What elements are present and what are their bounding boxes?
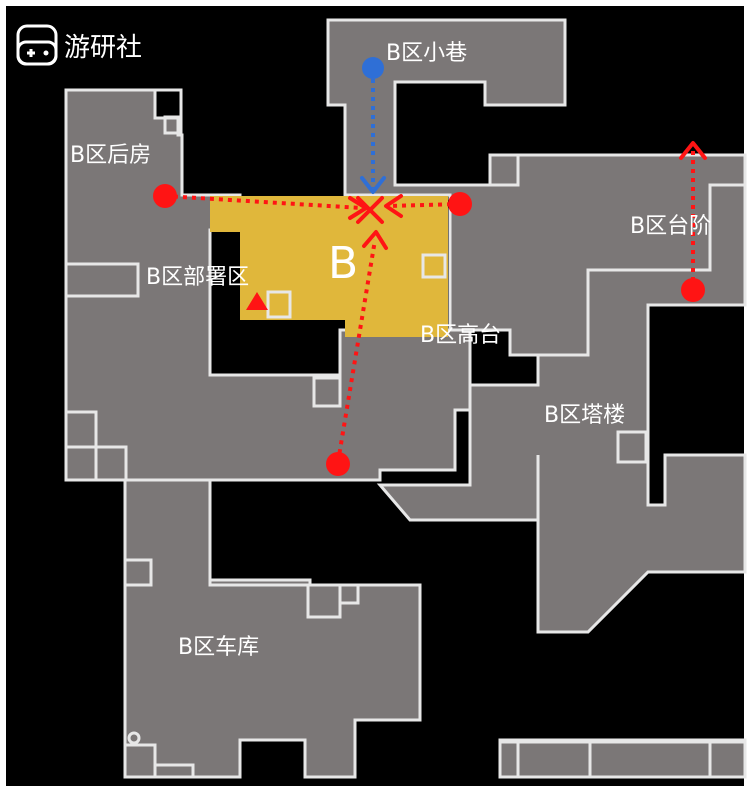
markers bbox=[153, 57, 705, 476]
arrow-head-icon bbox=[384, 194, 403, 218]
wall-box bbox=[163, 115, 183, 135]
wall-box bbox=[338, 583, 360, 605]
wall-box bbox=[153, 763, 195, 779]
label-garage: B区车库 bbox=[178, 635, 259, 660]
wall-box bbox=[312, 376, 342, 408]
wall-box bbox=[488, 153, 520, 187]
wall-circle bbox=[127, 731, 141, 745]
wall-box bbox=[94, 445, 128, 482]
wall-box bbox=[266, 290, 292, 319]
map-floor bbox=[64, 18, 747, 779]
circle-dot-icon bbox=[448, 192, 472, 216]
watermark-text: 游研社 bbox=[64, 33, 142, 63]
wall-box bbox=[64, 262, 140, 298]
circle-dot-icon bbox=[153, 184, 177, 208]
labels: B B区小巷 B区后房 B区台阶 B区部署区 B区高台 B区塔楼 B区车库 bbox=[70, 41, 711, 660]
triangle-icon bbox=[246, 292, 268, 310]
site-letter: B bbox=[328, 238, 358, 289]
cross-mark bbox=[356, 196, 384, 224]
label-deploy: B区部署区 bbox=[146, 265, 249, 290]
circle-dot-icon bbox=[326, 452, 350, 476]
floor-garage bbox=[123, 478, 422, 779]
wall-box bbox=[708, 740, 747, 779]
label-alley: B区小巷 bbox=[386, 41, 467, 66]
wall-box bbox=[421, 253, 447, 279]
label-tower: B区塔楼 bbox=[544, 403, 625, 428]
arrow-head-icon bbox=[360, 176, 386, 194]
route-south-to-site bbox=[336, 239, 377, 463]
wall-box bbox=[616, 430, 648, 464]
gamepad-icon bbox=[16, 24, 58, 66]
floor-tower bbox=[376, 183, 747, 634]
label-platform: B区高台 bbox=[420, 323, 501, 348]
wall-box bbox=[123, 743, 157, 779]
label-stairs: B区台阶 bbox=[630, 214, 711, 239]
watermark: 游研社 bbox=[16, 24, 142, 66]
label-back-room: B区后房 bbox=[70, 143, 151, 168]
map-walls bbox=[64, 88, 747, 779]
circle-dot-icon bbox=[681, 278, 705, 302]
floor-southeast bbox=[498, 738, 747, 779]
route-backroom-to-site bbox=[164, 194, 363, 210]
arrow-head-icon bbox=[679, 141, 707, 160]
arrow-head-icon bbox=[362, 230, 388, 250]
circle-dot-icon bbox=[362, 57, 384, 79]
wall-box bbox=[123, 558, 153, 587]
